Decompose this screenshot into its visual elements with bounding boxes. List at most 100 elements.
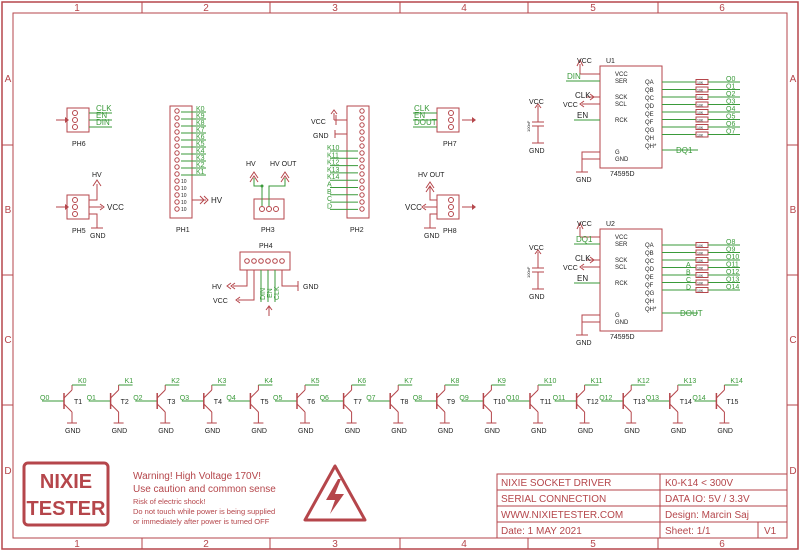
u1-output-label: Q5 [726, 114, 735, 121]
transistor-emitter [343, 403, 352, 413]
ph2-pin-label: C [327, 196, 332, 203]
ph5-vcc: VCC [107, 203, 124, 212]
u1-left-pin: SCK [615, 95, 627, 101]
ph1-pin-label: K2 [196, 162, 205, 169]
u1-right-pin: QF [645, 120, 654, 126]
ph2-pin-label: K12 [327, 160, 340, 167]
ph1-hv: HV [211, 196, 223, 205]
ph1-pin-label: K8 [196, 120, 205, 127]
u2-resistor-label: 10K [697, 289, 704, 293]
u1-resistor-label: 10K [697, 81, 704, 85]
u2-resistor-label: 10K [697, 244, 704, 248]
transistor-gnd-label: GND [624, 428, 640, 435]
transistor-collector [296, 389, 306, 399]
ph4-ref: PH4 [259, 243, 273, 250]
u1-right-pin: QE [645, 112, 654, 118]
title-block-version: V1 [764, 526, 777, 537]
transistor-ref: T6 [307, 399, 315, 406]
transistor-ref: T2 [121, 399, 129, 406]
title-block-website: WWW.NIXIETESTER.COM [501, 510, 623, 521]
u1-left-pin: VCC [615, 72, 628, 78]
ph2-pin [359, 157, 365, 163]
ph4-gnd: GND [303, 284, 319, 291]
ph2-pin-label: K11 [327, 152, 339, 159]
u2-left-pin: RCK [615, 281, 628, 287]
u2-resistor-label: 10K [697, 267, 704, 271]
transistor-base-label: Q14 [692, 395, 705, 402]
ph3-hvout: HV OUT [270, 161, 297, 168]
row-label-right: D [789, 466, 796, 477]
u2-right-pin: QB [645, 251, 654, 257]
u1-resistor-label: 10K [697, 89, 704, 93]
ph1-pin [174, 150, 180, 156]
transistor-base-label: Q10 [506, 395, 519, 402]
ph4-pin-label: EN [267, 288, 274, 298]
u1-ref: U1 [606, 58, 615, 65]
u2-output-label: Q8 [726, 239, 735, 246]
u1-left-pin: SER [615, 79, 628, 85]
ph2-pin-label: K10 [327, 145, 340, 152]
row-label-right: C [789, 335, 796, 346]
transistor-gnd-label: GND [578, 428, 594, 435]
u2-right-pin: QD [645, 267, 655, 273]
ph1-pin [174, 192, 180, 198]
u2-gnd: GND [576, 340, 592, 347]
transistor-collector [669, 389, 679, 399]
ph2-pin [359, 129, 365, 135]
ph1-pin [174, 199, 180, 205]
transistor-collector-label: K14 [730, 378, 743, 385]
ph2-pin-label: K13 [327, 167, 340, 174]
transistor-base-label: Q1 [87, 395, 96, 402]
warning-block: Warning! High Voltage 170V! Use caution … [133, 471, 276, 526]
col-label-bottom: 5 [590, 539, 596, 550]
title-block-spec2: DATA IO: 5V / 3.3V [665, 494, 750, 505]
u2-resistor-label: 10K [697, 259, 704, 263]
u1-cap-label: 100nF [526, 120, 531, 132]
ph2-pin [359, 178, 365, 184]
ph2-pin [359, 115, 365, 121]
col-label-top: 4 [461, 3, 467, 14]
transistor-collector-label: K12 [637, 378, 650, 385]
ph1-pin [174, 164, 180, 170]
u2-resistor-label: 10K [697, 274, 704, 278]
u1-output-label: Q6 [726, 121, 735, 128]
transistor-base-label: Q0 [40, 395, 49, 402]
ph1-pin [174, 143, 180, 149]
u2-vcc2: VCC [563, 265, 578, 272]
u1-right-pin: QG [645, 128, 655, 134]
transistor-collector [343, 389, 352, 399]
title-block-design: Design: Marcin Saj [665, 510, 749, 521]
header-ph5: HV VCC GND PH5 [56, 172, 124, 240]
u1-resistor-label: 10K [697, 119, 704, 123]
title-block-subtitle: SERIAL CONNECTION [501, 494, 606, 505]
transistor-collector-label: K6 [358, 378, 367, 385]
warning-line1: Risk of electric shock! [133, 497, 206, 506]
ph1-pin-number: 10 [181, 179, 187, 185]
ph1-pin-number: 10 [181, 207, 187, 213]
transistor-ref: T10 [493, 399, 505, 406]
u2-mid-label: C [686, 277, 691, 284]
transistor-base-label: Q4 [226, 395, 235, 402]
ph8-ref: PH8 [443, 228, 457, 235]
col-label-top: 6 [719, 3, 725, 14]
col-label-bottom: 4 [461, 539, 467, 550]
ph2-pin-label: A [327, 182, 332, 189]
transistor-gnd-label: GND [112, 428, 128, 435]
u1-right-pin: QB [645, 88, 654, 94]
transistor-gnd-label: GND [531, 428, 547, 435]
transistor-collector [483, 389, 492, 399]
ph2-pin [359, 143, 365, 149]
u2-left-pin: SCK [615, 258, 627, 264]
ph2-ref: PH2 [350, 227, 364, 234]
header-ph7: CLK EN DOUT PH7 [413, 104, 476, 148]
ph2-pin [359, 185, 365, 191]
ph4-hv: HV [212, 284, 222, 291]
ph6-pin-label: CLK [96, 104, 112, 113]
col-label-bottom: 6 [719, 539, 725, 550]
transistor-emitter [296, 403, 306, 413]
u1-right-pin: QC [645, 96, 655, 102]
ph1-pin-label: K4 [196, 148, 205, 155]
